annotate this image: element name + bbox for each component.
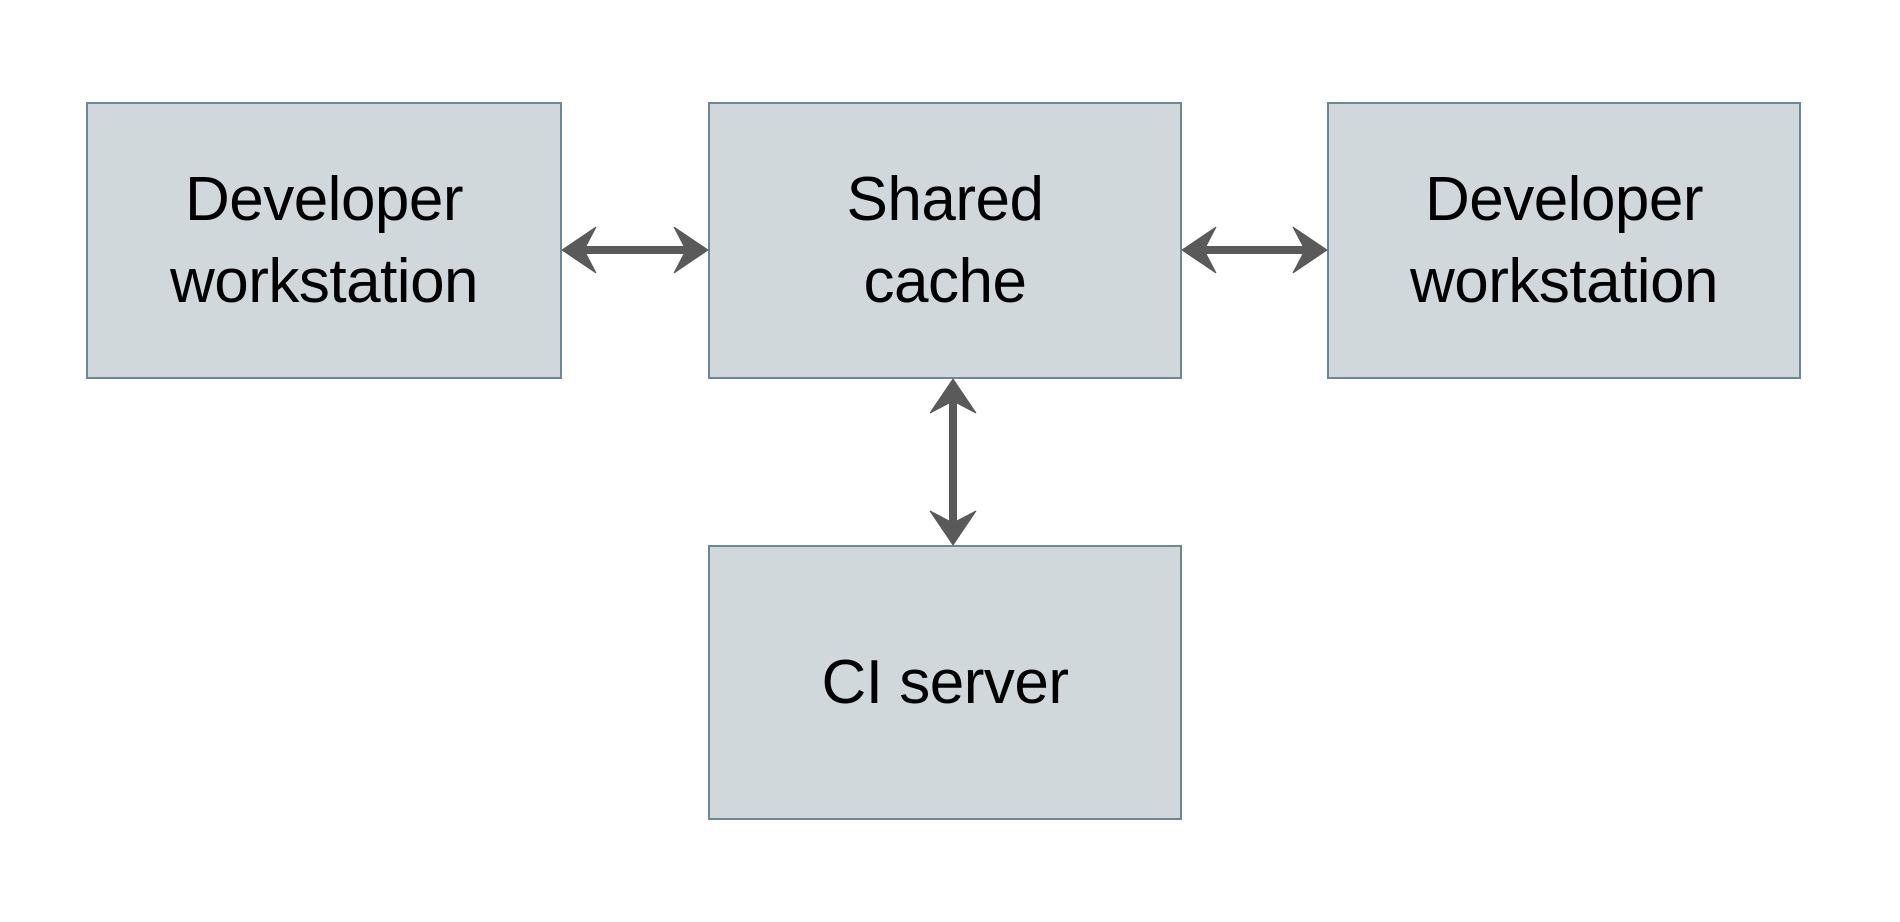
double-arrow-vertical-icon: [929, 378, 977, 546]
node-ci-server[interactable]: CI server: [708, 545, 1182, 820]
node-label: Developer workstation: [169, 164, 479, 316]
double-arrow-horizontal-icon: [561, 226, 709, 274]
connector-shared-cache-to-ci-server: [928, 378, 978, 546]
connector-left-workstation-to-shared-cache: [561, 225, 709, 275]
double-arrow-horizontal-icon: [1181, 226, 1328, 274]
node-label: Developer workstation: [1409, 164, 1719, 316]
node-developer-workstation-right[interactable]: Developer workstation: [1327, 102, 1801, 379]
node-label: Shared cache: [846, 164, 1044, 316]
node-shared-cache[interactable]: Shared cache: [708, 102, 1182, 379]
node-developer-workstation-left[interactable]: Developer workstation: [86, 102, 562, 379]
connector-shared-cache-to-right-workstation: [1181, 225, 1328, 275]
node-label: CI server: [821, 647, 1069, 717]
